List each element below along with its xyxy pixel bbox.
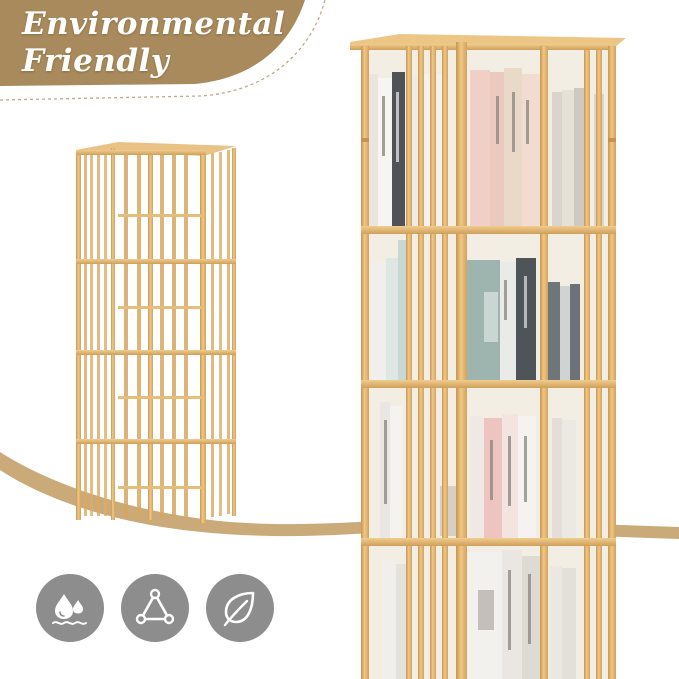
badge-waterproof [36, 574, 104, 642]
background-curve [0, 452, 679, 539]
badge-eco-material [206, 574, 274, 642]
book-spine-marks [382, 92, 531, 650]
headline-line-2: Friendly [22, 43, 170, 79]
headline-line-1: Environmental [22, 6, 286, 42]
feature-badges [36, 574, 274, 642]
books-tier-1 [366, 68, 604, 226]
water-drops-icon [52, 594, 87, 625]
headline: Environmental Friendly [22, 6, 285, 80]
triangle-nodes-icon [135, 588, 175, 625]
small-bookshelf [76, 142, 236, 523]
title-banner [0, 0, 305, 86]
banner-dashed-line [0, 0, 326, 101]
leaf-icon [223, 591, 255, 627]
large-bookshelf [350, 34, 626, 679]
badge-stable-structure [121, 574, 189, 642]
